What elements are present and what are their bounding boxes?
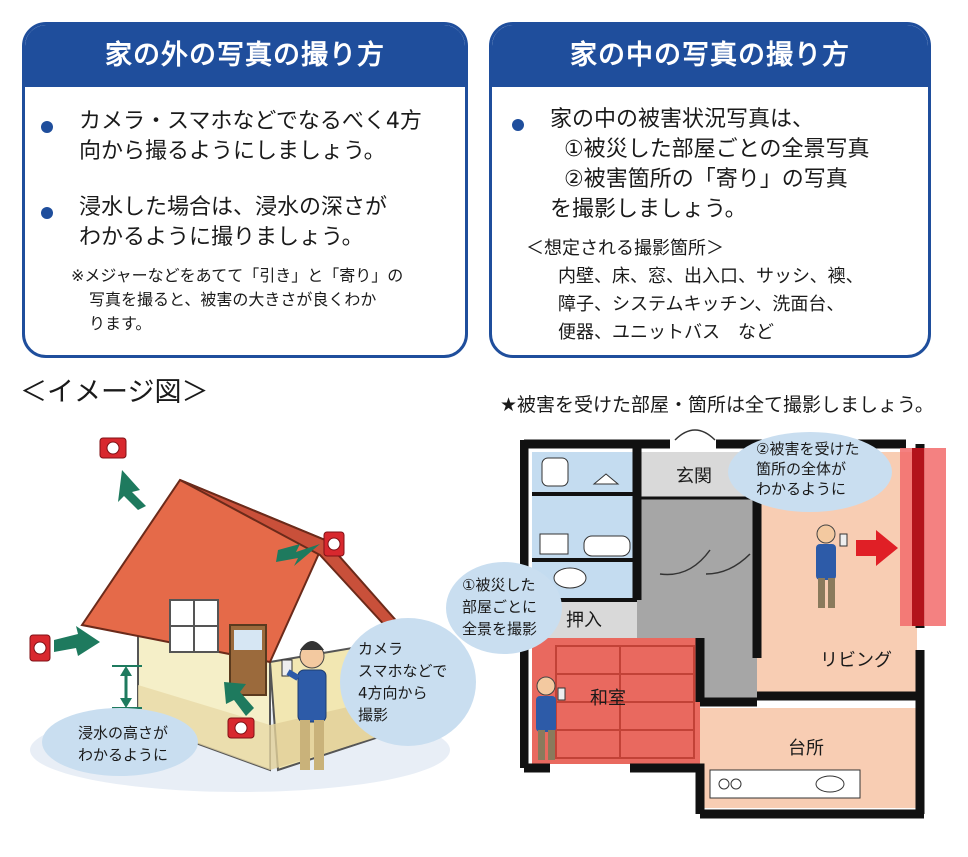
outside-note-line2: 写真を撮ると、被害の大きさが良くわか: [89, 290, 377, 309]
image-caption: ＜イメージ図＞: [20, 377, 209, 408]
water-height-callout-line1: 浸水の高さが: [78, 724, 168, 742]
person-icon: [816, 524, 848, 608]
camera-icon: [227, 717, 255, 739]
four-direction-callout-line1: カメラ: [358, 640, 403, 658]
room-callout-line2: 部屋ごとに: [462, 598, 537, 616]
locations-title: ＜想定される撮影箇所＞: [526, 238, 724, 259]
person-icon: [281, 641, 327, 770]
outside-note-line1: ※メジャーなどをあてて「引き」と「寄り」の: [71, 266, 404, 285]
inside-bullet-line3: ②被害箇所の「寄り」の写真: [564, 167, 848, 192]
inside-photo-card: 家の中の写真の撮り方 家の中の被害状況写真は、 ①被災した部屋ごとの全景写真 ②…: [489, 22, 931, 358]
damage-callout-line2: 箇所の全体が: [756, 460, 846, 478]
washitsu-label: 和室: [590, 688, 626, 709]
red-arrow-icon: [856, 530, 898, 566]
outside-bullet1-line1: カメラ・スマホなどでなるべく4方: [79, 109, 422, 134]
arrow-icon: [276, 544, 320, 566]
genkan-label: 玄関: [676, 466, 712, 487]
damage-callout: [728, 432, 892, 512]
room-callout-bubble: ①被災した 部屋ごとに 全景を撮影: [446, 562, 562, 654]
damage-callout-line1: ②被害を受けた: [756, 440, 859, 458]
person-icon: [536, 676, 566, 760]
locations-line1: 内壁、床、窓、出入口、サッシ、襖、: [558, 266, 864, 287]
floor-plan: 玄関 押入 和室 リビング 台所 ②被害を受けた 箇所の全体が わかるように: [520, 429, 946, 826]
outside-bullet2-line2: わかるように撮りましょう。: [79, 225, 364, 250]
outside-card-title: 家の外の写真の撮り方: [25, 25, 465, 87]
outside-photo-card: 家の外の写真の撮り方 カメラ・スマホなどでなるべく4方 向から撮るようにしましょ…: [22, 22, 468, 358]
inside-bullet-line4: を撮影しましょう。: [550, 197, 747, 222]
four-direction-callout: [340, 618, 476, 746]
inside-bullet-line2: ①被災した部屋ごとの全景写真: [564, 137, 870, 162]
camera-icon: [323, 531, 345, 557]
four-direction-callout-line3: 4方向から: [358, 684, 428, 702]
four-direction-callout-line2: スマホなどで: [358, 662, 447, 680]
house-illustration: 浸水の高さが わかるように カメラ スマホなどで 4方向から 撮影: [29, 437, 476, 792]
outside-bullet2-line1: 浸水した場合は、浸水の深さが: [79, 195, 388, 220]
outside-bullet1-line2: 向から撮るようにしましょう。: [79, 139, 386, 164]
kitchen-label: 台所: [788, 738, 824, 759]
outside-note-line3: ります。: [89, 314, 152, 333]
locations-line3: 便器、ユニットバス など: [558, 322, 774, 343]
camera-icon: [99, 437, 127, 459]
camera-icon: [29, 634, 51, 662]
water-height-callout-line2: わかるように: [78, 746, 168, 764]
arrow-icon: [54, 626, 100, 656]
room-callout-line3: 全景を撮影: [462, 620, 537, 638]
room-callout-line1: ①被災した: [462, 576, 535, 594]
arrow-icon: [224, 682, 254, 716]
bullet-dot: [512, 119, 524, 131]
bullet-dot: [41, 121, 53, 133]
floor-plan-note: ★被害を受けた部屋・箇所は全て撮影しましょう。: [500, 394, 934, 416]
living-label: リビング: [820, 650, 892, 671]
water-height-callout: [42, 708, 198, 776]
inside-card-title: 家の中の写真の撮り方: [492, 25, 928, 87]
bullet-dot: [41, 207, 53, 219]
inside-bullet-line1: 家の中の被害状況写真は、: [550, 107, 815, 132]
oshiire-label: 押入: [566, 610, 602, 631]
four-direction-callout-line4: 撮影: [358, 706, 388, 724]
locations-line2: 障子、システムキッチン、洗面台、: [558, 294, 845, 315]
arrow-icon: [118, 470, 146, 510]
damage-callout-line3: わかるように: [756, 480, 846, 498]
